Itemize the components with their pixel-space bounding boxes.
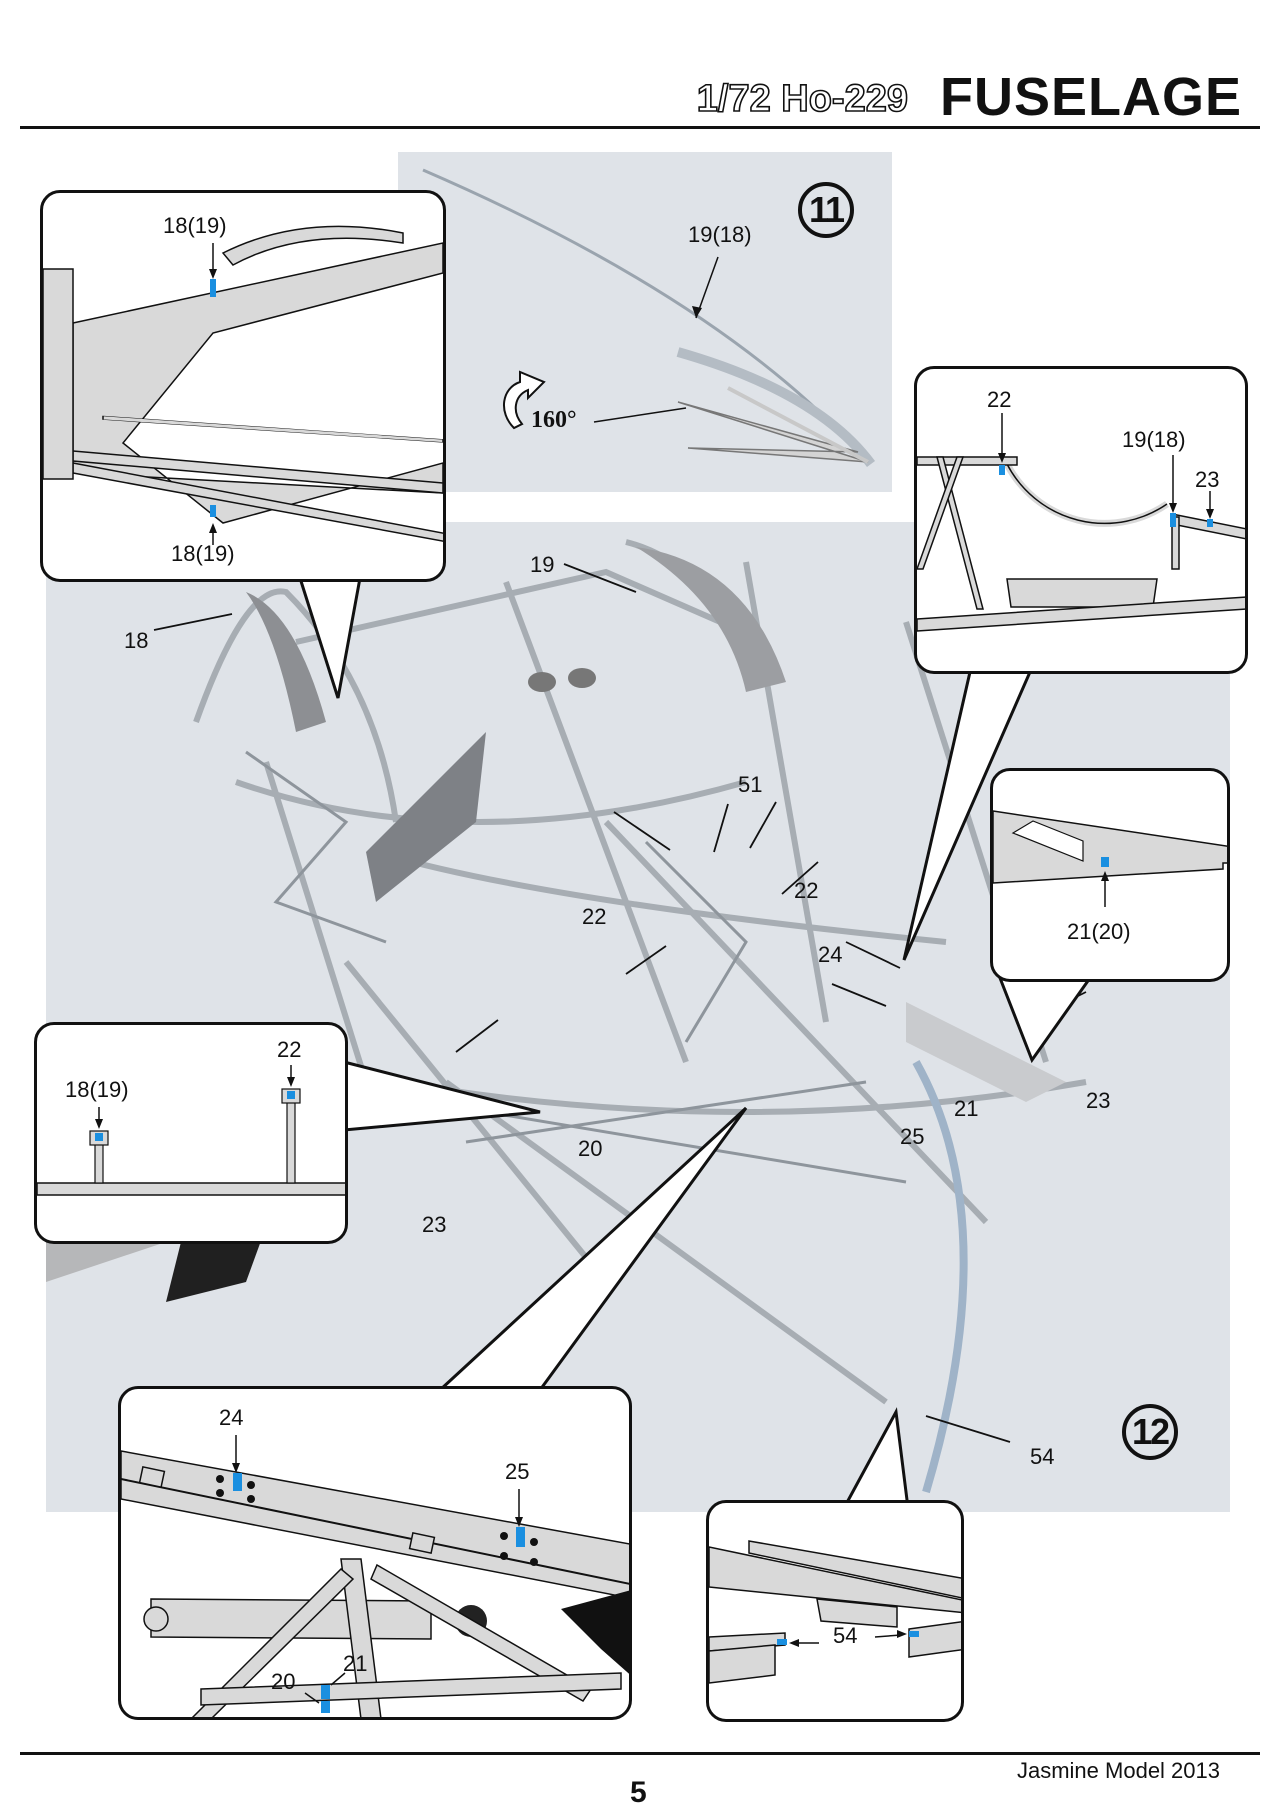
part-label-19-18: 19(18) [688, 222, 752, 247]
header-rule [20, 126, 1260, 129]
spar-detail-drawing [121, 1435, 629, 1717]
callout-label-20: 20 [271, 1669, 296, 1694]
photo-label-23-left: 23 [422, 1212, 447, 1237]
photo-label-22-right: 22 [794, 878, 819, 903]
step-number-badge: 11 [798, 182, 854, 238]
photo-label-19: 19 [530, 552, 555, 577]
callout-bottom-right: 54 [706, 1500, 964, 1722]
callout-label-54: 54 [833, 1623, 858, 1648]
callout-label-top: 18(19) [163, 213, 227, 238]
photo-label-20: 20 [578, 1136, 603, 1161]
section-title: FUSELAGE [939, 67, 1242, 127]
footer-brand: Jasmine Model 2013 [1016, 1758, 1220, 1783]
callout-mid-right: 21(20) [990, 768, 1230, 982]
callout-label-19-18: 19(18) [1122, 427, 1186, 452]
step-11-photo: 160° 19(18) 11 [398, 152, 892, 492]
callout-label-21: 21 [343, 1651, 368, 1676]
photo-label-25: 25 [900, 1124, 925, 1149]
callout-top-left: 18(19) 18(19) [40, 190, 446, 582]
footer-rule [20, 1752, 1260, 1755]
beam-detail-drawing [993, 810, 1227, 907]
photo-label-18: 18 [124, 628, 149, 653]
page-number: 5 [630, 1776, 647, 1809]
photo-label-22-left: 22 [582, 904, 607, 929]
callout-label-25: 25 [505, 1459, 530, 1484]
photo-label-51: 51 [738, 772, 763, 797]
callout-label-18-19: 18(19) [65, 1077, 129, 1102]
callout-mid-left: 18(19) 22 [34, 1022, 348, 1244]
attachment-detail-drawing [709, 1540, 961, 1684]
callout-bottom-left: 24 25 21 20 [118, 1386, 632, 1720]
frame-ring-drawing [917, 413, 1245, 632]
callout-label-23: 23 [1195, 467, 1220, 492]
photo-label-24: 24 [818, 942, 843, 967]
callout-label-22: 22 [987, 387, 1012, 412]
rotation-angle: 160° [531, 407, 577, 433]
step-11-part-drawing [422, 168, 876, 467]
callout-label-bottom: 18(19) [171, 541, 235, 566]
photo-label-54: 54 [1030, 1444, 1055, 1469]
callout-label-24: 24 [219, 1405, 244, 1430]
callout-label-22: 22 [277, 1037, 302, 1062]
tab-detail-drawing [37, 1065, 345, 1196]
photo-label-23-right: 23 [1086, 1088, 1111, 1113]
step-number-badge: 12 [1122, 1404, 1178, 1460]
callout-label-21-20: 21(20) [1067, 919, 1131, 944]
rotate-icon [502, 370, 546, 430]
frame-detail-drawing [43, 225, 443, 545]
callout-top-right: 22 19(18) 23 [914, 366, 1248, 674]
photo-label-21: 21 [954, 1096, 979, 1121]
model-name: 1/72 Ho-229 [696, 77, 909, 121]
